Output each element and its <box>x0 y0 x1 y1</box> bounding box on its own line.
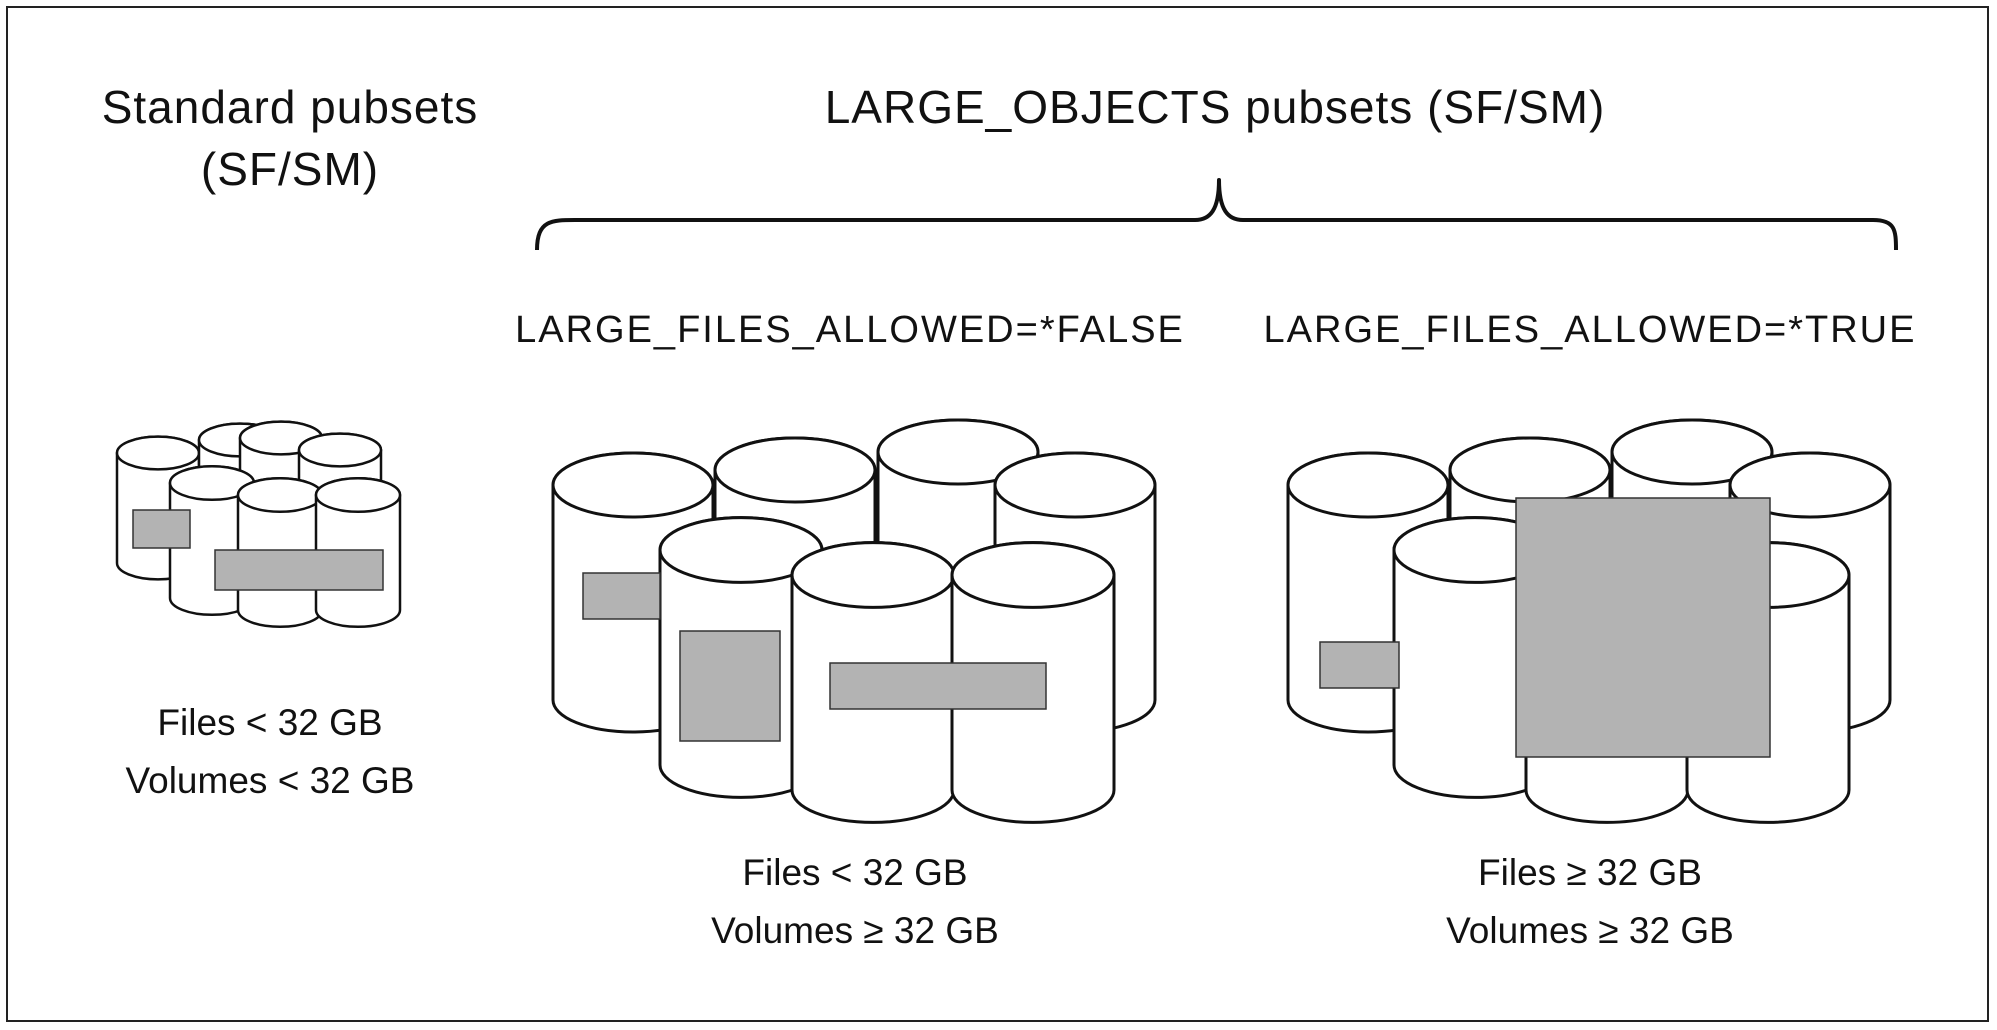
cylinder-top <box>876 418 1040 486</box>
cylinder-top <box>1448 436 1612 504</box>
large-objects-brace <box>535 178 1898 251</box>
file-block <box>679 630 781 742</box>
file-block <box>829 662 1047 710</box>
cylinder-top <box>551 451 715 519</box>
large-objects-title: LARGE_OBJECTS pubsets (SF/SM) <box>824 81 1606 133</box>
false-group-label: LARGE_FILES_ALLOWED=*FALSE <box>515 309 1185 351</box>
cylinder-top <box>790 541 956 609</box>
file-block <box>1319 641 1400 689</box>
true-group-label: LARGE_FILES_ALLOWED=*TRUE <box>1263 309 1917 351</box>
cylinder-top <box>950 541 1116 609</box>
cylinder-top <box>115 435 201 471</box>
disk-cylinder <box>950 541 1116 824</box>
standard-pubset-cylinders <box>115 420 402 629</box>
file-block <box>214 549 384 591</box>
false-caption: Files < 32 GB Volumes ≥ 32 GB <box>660 844 1050 960</box>
file-block <box>1515 497 1771 758</box>
cylinder-top <box>1610 418 1774 486</box>
file-block <box>132 509 191 549</box>
cylinder-top <box>236 476 324 514</box>
false-files-label: Files < 32 GB <box>742 852 968 893</box>
standard-files-label: Files < 32 GB <box>157 702 383 743</box>
true-files-label: Files ≥ 32 GB <box>1478 852 1702 893</box>
standard-title: Standard pubsets (SF/SM) <box>60 76 520 200</box>
false-volumes-label: Volumes ≥ 32 GB <box>711 910 999 951</box>
cylinder-top <box>993 451 1157 519</box>
standard-volumes-label: Volumes < 32 GB <box>125 760 415 801</box>
standard-title-line2: (SF/SM) <box>200 143 380 195</box>
true-caption: Files ≥ 32 GB Volumes ≥ 32 GB <box>1395 844 1785 960</box>
standard-title-line1: Standard pubsets <box>101 81 479 133</box>
true-volumes-label: Volumes ≥ 32 GB <box>1446 910 1734 951</box>
cylinder-top <box>1286 451 1450 519</box>
cylinder-top <box>713 436 877 504</box>
large-objects-true-cylinders <box>1286 418 1892 824</box>
large-objects-false-cylinders <box>551 418 1157 824</box>
cylinder-top <box>297 432 383 468</box>
file-block <box>582 572 661 620</box>
cylinder-top <box>314 476 402 514</box>
standard-caption: Files < 32 GB Volumes < 32 GB <box>90 694 450 810</box>
diagram-frame <box>6 6 1989 1022</box>
